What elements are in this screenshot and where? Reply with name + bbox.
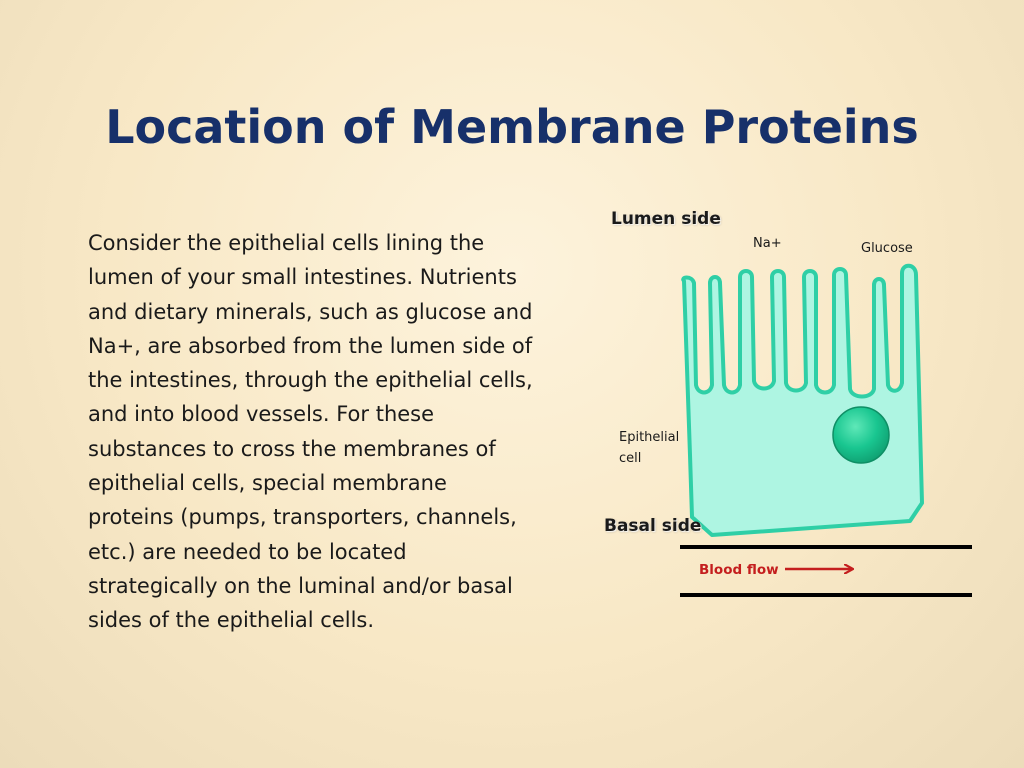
epithelial-cell-label-line1: Epithelial bbox=[619, 430, 680, 445]
epithelial-cell-body bbox=[681, 263, 924, 537]
blood-flow-label: Blood flow bbox=[699, 562, 779, 578]
epithelial-cell-label-line2: cell bbox=[619, 451, 642, 466]
slide-title: Location of Membrane Proteins bbox=[105, 100, 919, 154]
diagram-canvas bbox=[680, 263, 972, 597]
epithelial-cell-diagram: Lumen side Na+ Glucose Epithelial cell B… bbox=[580, 195, 1000, 625]
cell-nucleus bbox=[832, 406, 890, 464]
na-label: Na+ bbox=[753, 236, 782, 251]
lumen-side-label: Lumen side bbox=[611, 209, 721, 229]
basal-side-label: Basal side bbox=[604, 516, 702, 536]
body-paragraph: Consider the epithelial cells lining the… bbox=[88, 231, 533, 633]
glucose-label: Glucose bbox=[861, 241, 913, 256]
